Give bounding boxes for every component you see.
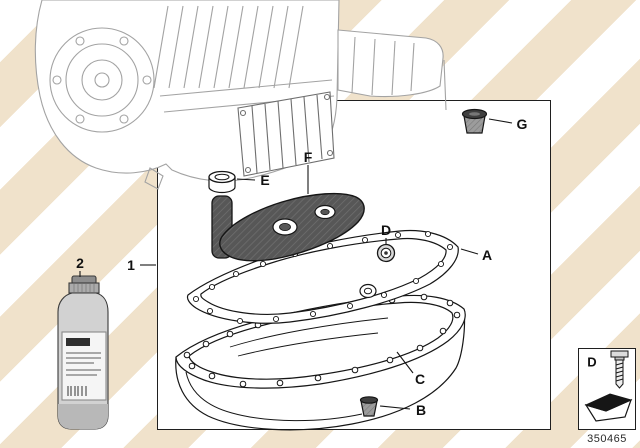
callout-gasket[interactable]: A xyxy=(481,247,493,263)
callout-kit[interactable]: 1 xyxy=(127,257,135,273)
callout-seal-ring[interactable]: D xyxy=(380,222,392,238)
transmission-drawing xyxy=(34,0,447,190)
inset-label[interactable]: D xyxy=(587,354,597,370)
leader-lines xyxy=(79,118,513,410)
oil-bottle-drawing xyxy=(57,275,109,430)
callout-oil-bottle[interactable]: 2 xyxy=(76,255,84,271)
callout-oil-pan[interactable]: C xyxy=(414,371,426,387)
part-number: 350465 xyxy=(587,433,627,445)
seal-ring-placement xyxy=(359,283,377,299)
filler-cap-drawing xyxy=(208,170,236,194)
callout-oil-filter[interactable]: F xyxy=(303,149,313,165)
callout-fill-plug[interactable]: G xyxy=(516,116,528,132)
seal-ring-drawing xyxy=(376,243,396,263)
oil-pan-drawing xyxy=(175,293,466,431)
screw-icon xyxy=(610,350,629,389)
gasket-drawing xyxy=(186,229,459,325)
drain-plug-drawing xyxy=(359,396,379,417)
callout-drain-plug[interactable]: B xyxy=(415,402,427,418)
oil-filter-drawing xyxy=(211,192,365,262)
callout-filler-cap[interactable]: E xyxy=(260,172,270,188)
direction-arrow-icon xyxy=(584,393,633,422)
fill-plug-drawing xyxy=(461,108,488,134)
